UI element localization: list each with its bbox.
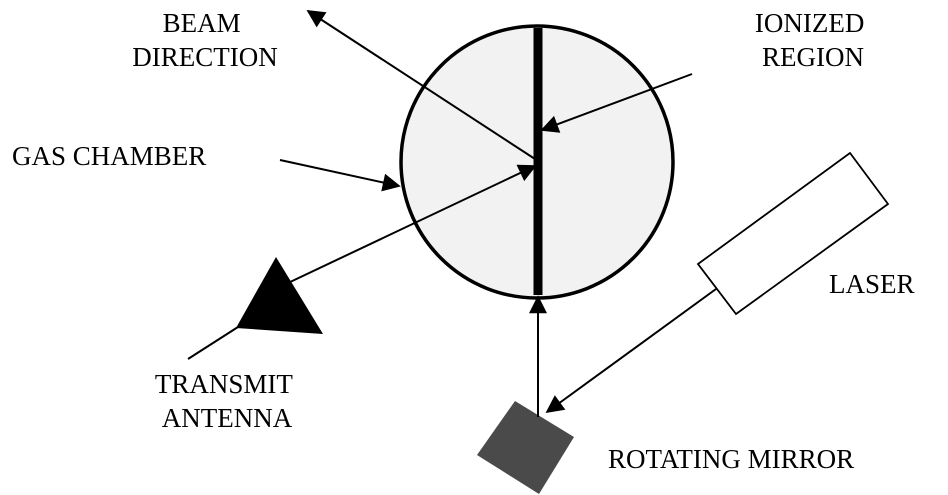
beam-direction-label-line-1: BEAM: [163, 8, 241, 38]
transmit-antenna: [236, 257, 323, 334]
gas-chamber-label: GAS CHAMBER: [12, 141, 206, 171]
laser: [696, 151, 890, 316]
ionized-region-label-line-1: IONIZED: [755, 8, 864, 38]
ionized-region-pointer-arrow: [540, 73, 693, 133]
transmit-antenna-label-line-1: TRANSMIT: [155, 369, 294, 399]
transmit-antenna-feed: [187, 326, 239, 360]
laser-label: LASER: [829, 269, 915, 299]
transmit-antenna-label: TRANSMIT ANTENNA: [155, 369, 299, 433]
beam-direction-label-line-2: DIRECTION: [132, 42, 277, 72]
transmit-antenna-arrow: [287, 164, 537, 284]
gas-chamber-pointer-arrow: [279, 159, 401, 192]
ionized-region-label-line-2: REGION: [762, 42, 864, 72]
beam-direction-arrow: [306, 10, 536, 160]
rotating-mirror-label: ROTATING MIRROR: [608, 444, 854, 474]
transmit-antenna-label-line-2: ANTENNA: [162, 403, 293, 433]
laser-beam-arrow: [545, 288, 717, 414]
ionized-region-label: IONIZED REGION: [755, 8, 871, 72]
beam-direction-label: BEAM DIRECTION: [132, 8, 277, 72]
rotating-mirror: [477, 401, 574, 494]
